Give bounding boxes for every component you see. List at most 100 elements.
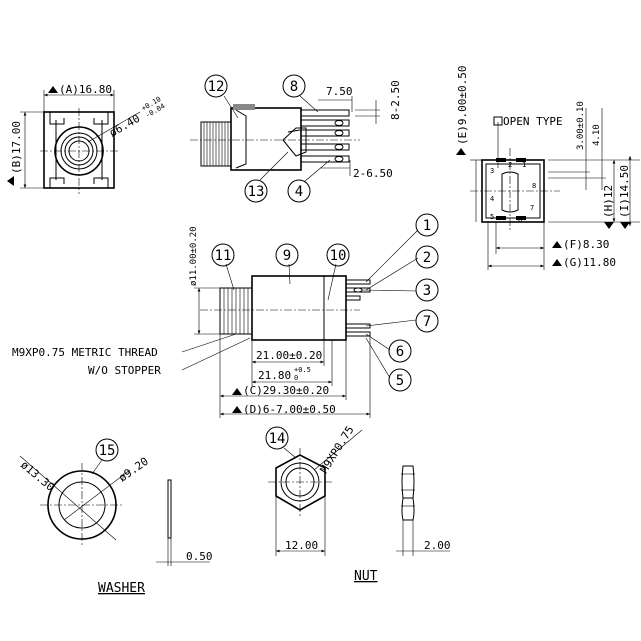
balloon-15-label: 15	[99, 443, 116, 459]
pin-label: 6	[518, 216, 522, 224]
dim-21-80-label: 21.80	[258, 369, 291, 382]
dim-a-label: (A)16.80	[59, 83, 112, 96]
front-notch	[49, 112, 65, 125]
main-view: ø11.00±0.20 M9XP0.75 METRIC THREAD W/O S…	[12, 213, 439, 418]
critical-dim-triangle-icon	[232, 388, 242, 395]
balloon-13-label: 13	[248, 184, 265, 200]
stopper-label: W/O STOPPER	[88, 364, 161, 377]
leader-line	[365, 229, 419, 283]
dim-g-label: (G)11.80	[563, 256, 616, 269]
leader-line	[365, 257, 419, 291]
balloon	[211, 243, 235, 267]
leader-line	[225, 263, 235, 291]
washer-id-label: ø9.20	[116, 455, 151, 485]
side-view: 2 3 1 4 8 5 6 7 (E)9.00±0.50 OPEN TYPE 3…	[456, 66, 640, 270]
pin-label: 1	[522, 161, 526, 169]
balloon-6-label: 6	[396, 344, 404, 360]
dim-4-10-label: 4.10	[592, 124, 602, 146]
nut-view: 14 M9XP0.75 12.00 NUT 2.00	[265, 424, 451, 584]
top-view: 7.50 8-2.50 2-6.50 12 8 13 4	[190, 74, 402, 203]
dim-8-2-50-label: 8-2.50	[389, 80, 402, 120]
top-spring-line	[287, 129, 301, 133]
open-type-label: OPEN TYPE	[503, 115, 563, 128]
main-terminals	[345, 279, 371, 337]
dim-21-80-tol-dn: 0	[294, 374, 298, 382]
pin-label: 8	[532, 182, 536, 190]
washer-title: WASHER	[98, 581, 145, 596]
pin-label: 7	[530, 204, 534, 212]
washer-view: ø13.30 ø9.20 15 0.50 WASHER	[18, 438, 213, 596]
dim-bore-label: ø6.40	[107, 112, 142, 140]
pin-label: 2	[508, 161, 512, 169]
knurl-hatch	[203, 122, 229, 166]
balloon	[415, 278, 439, 302]
leader-line	[283, 447, 297, 459]
leader-line	[365, 333, 391, 351]
dim-b-label: (B)17.00	[10, 121, 23, 174]
nut-af-label: 12.00	[285, 539, 318, 552]
balloon-10-label: 10	[330, 248, 347, 264]
balloon	[282, 74, 306, 98]
washer-side	[167, 479, 172, 539]
top-terminals	[300, 109, 350, 163]
front-notch	[49, 177, 65, 188]
front-view: (A)16.80 (B)17.00 ø6.40 +0.10 -0.04	[7, 83, 166, 194]
washer-thk-label: 0.50	[186, 550, 213, 563]
balloon-8-label: 8	[290, 79, 298, 95]
balloon	[244, 179, 268, 203]
dim-7-50-label: 7.50	[326, 85, 353, 98]
leader-line	[327, 263, 337, 301]
balloon-12-label: 12	[208, 79, 225, 95]
dim-line-od	[19, 455, 117, 541]
balloon	[415, 245, 439, 269]
leader-line	[223, 95, 239, 119]
leader-line	[303, 159, 331, 183]
side-contact	[501, 171, 519, 213]
top-spring	[282, 127, 307, 157]
leader-line	[299, 95, 319, 113]
side-pin-tab	[496, 158, 506, 162]
top-body	[230, 107, 302, 171]
knurl-hatch	[223, 288, 249, 334]
leader-line	[87, 111, 141, 143]
critical-dim-triangle-icon	[604, 222, 614, 229]
leader-line	[313, 429, 363, 471]
dim-3-00-label: 3.00±0.10	[576, 101, 586, 150]
dim-d-label: (D)6-7.00±0.50	[243, 403, 336, 416]
dim-h-label: (H)12	[602, 185, 615, 218]
leader-line	[365, 337, 391, 379]
dim-21-80-tol-up: +0.5	[294, 366, 311, 374]
critical-dim-triangle-icon	[552, 259, 562, 266]
dim-21-00-label: 21.00±0.20	[256, 349, 322, 362]
dim-2-6-50-label: 2-6.50	[353, 167, 393, 180]
side-pin-tab	[516, 216, 526, 220]
balloon-7-label: 7	[423, 314, 431, 330]
balloon-1-label: 1	[423, 218, 431, 234]
balloon	[326, 243, 350, 267]
balloon	[275, 243, 299, 267]
balloon	[415, 309, 439, 333]
critical-dim-triangle-icon	[7, 176, 14, 186]
dim-dia11-label: ø11.00±0.20	[189, 226, 199, 286]
pin-label: 5	[490, 213, 494, 221]
leader-line	[288, 263, 291, 285]
nut-thread-label: M9XP0.75	[318, 424, 357, 476]
balloon-9-label: 9	[283, 248, 291, 264]
dim-c-label: (C)29.30±0.20	[243, 384, 329, 397]
critical-dim-triangle-icon	[48, 86, 58, 93]
balloon	[287, 179, 311, 203]
leader-line	[181, 337, 251, 371]
balloon-3-label: 3	[423, 283, 431, 299]
dim-i-label: (I)14.50	[618, 165, 631, 218]
thread-label: M9XP0.75 METRIC THREAD	[12, 346, 158, 359]
balloon-14-label: 14	[269, 431, 286, 447]
balloon-5-label: 5	[396, 373, 404, 389]
critical-dim-triangle-icon	[232, 406, 242, 413]
side-pin-tab	[516, 158, 526, 162]
leader-line	[365, 319, 417, 327]
dim-e-label: (E)9.00±0.50	[456, 66, 469, 145]
dim-f-label: (F)8.30	[563, 238, 609, 251]
open-type-box-icon	[493, 116, 503, 126]
top-tab	[233, 104, 255, 110]
